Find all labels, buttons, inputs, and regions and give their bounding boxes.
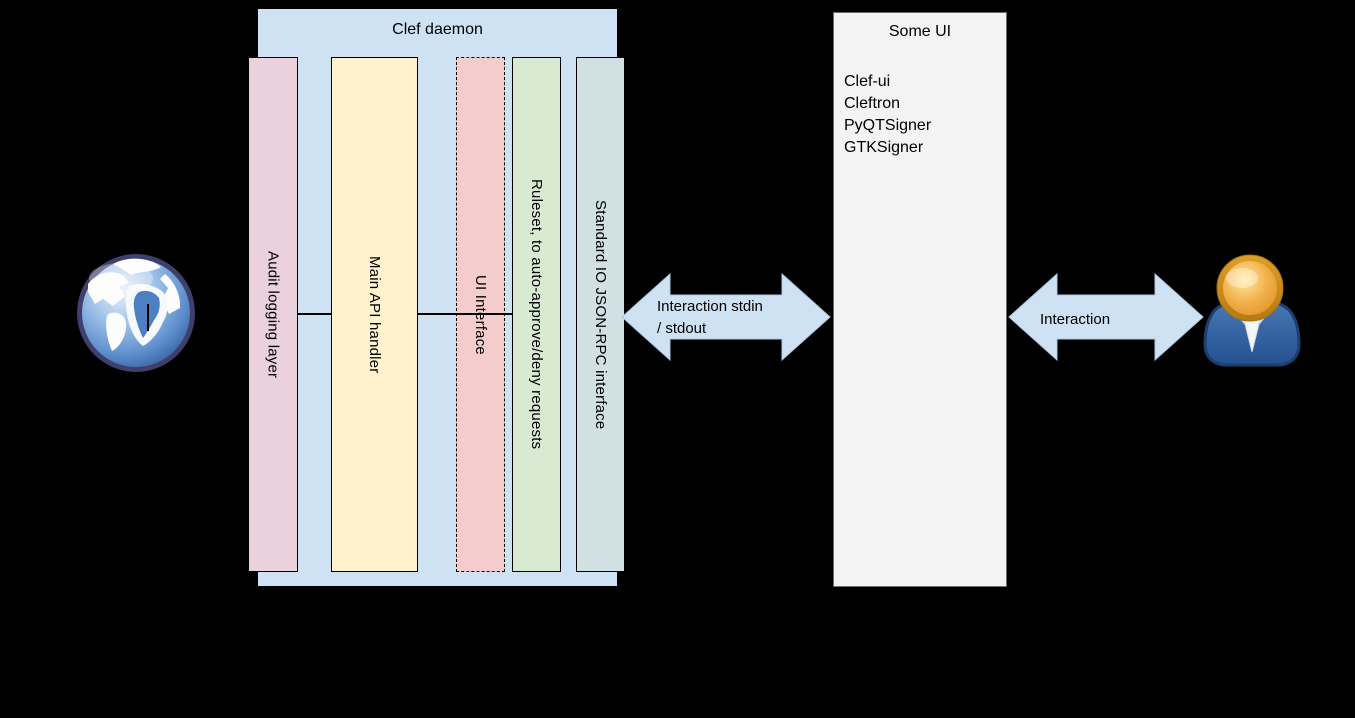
ui-interface-box: UI Interface bbox=[456, 57, 505, 572]
connector-globe-stub bbox=[147, 304, 149, 331]
clef-daemon-container: Clef daemon bbox=[257, 8, 618, 587]
user-icon bbox=[1203, 254, 1301, 367]
audit-logging-layer-box: Audit logging layer bbox=[248, 57, 298, 572]
some-ui-item-cleftron: Cleftron bbox=[844, 95, 901, 112]
main-api-handler-box: Main API handler bbox=[331, 57, 418, 572]
some-ui-item-gtksigner: GTKSigner bbox=[844, 139, 924, 156]
user-interaction-label: Interaction bbox=[1040, 311, 1111, 328]
globe-icon bbox=[77, 254, 195, 372]
ui-interface-label: UI Interface bbox=[472, 274, 489, 355]
ruleset-label: Ruleset, to auto-approve/deny requests bbox=[528, 179, 545, 450]
some-ui-container: Some UI Clef-ui Cleftron PyQTSigner GTKS… bbox=[833, 12, 1007, 587]
main-api-handler-label: Main API handler bbox=[366, 255, 383, 374]
some-ui-item-clef-ui: Clef-ui bbox=[844, 73, 891, 90]
audit-logging-layer-label: Audit logging layer bbox=[264, 250, 282, 379]
stdio-jsonrpc-interface-box: Standard IO JSON-RPC interface bbox=[576, 57, 625, 572]
clef-daemon-title: Clef daemon bbox=[392, 21, 483, 38]
some-ui-list: Clef-ui Cleftron PyQTSigner GTKSigner bbox=[844, 71, 1002, 159]
stdio-jsonrpc-interface-label: Standard IO JSON-RPC interface bbox=[592, 199, 609, 430]
some-ui-title: Some UI bbox=[888, 23, 952, 40]
some-ui-item-pyqtsigner: PyQTSigner bbox=[844, 117, 932, 134]
double-arrow-stdio-icon bbox=[621, 272, 831, 362]
ruleset-box: Ruleset, to auto-approve/deny requests bbox=[512, 57, 561, 572]
double-arrow-user-icon bbox=[1008, 272, 1204, 362]
stdio-interaction-label: Interaction stdin / stdout bbox=[657, 298, 763, 337]
connector-api-to-ruleset bbox=[418, 313, 512, 315]
connector-audit-to-api bbox=[298, 313, 331, 315]
